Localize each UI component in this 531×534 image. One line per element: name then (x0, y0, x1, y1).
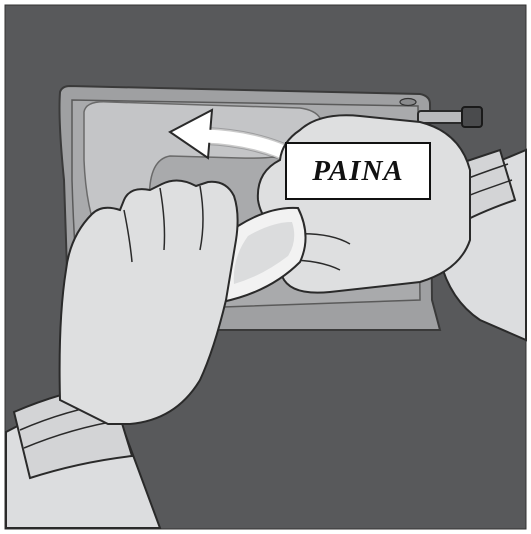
tube-body (418, 111, 466, 123)
label-box: PAINA (285, 142, 431, 200)
tube-cap (462, 107, 482, 127)
label-paina: PAINA (312, 155, 403, 188)
bag-hanger-hole (400, 99, 416, 106)
